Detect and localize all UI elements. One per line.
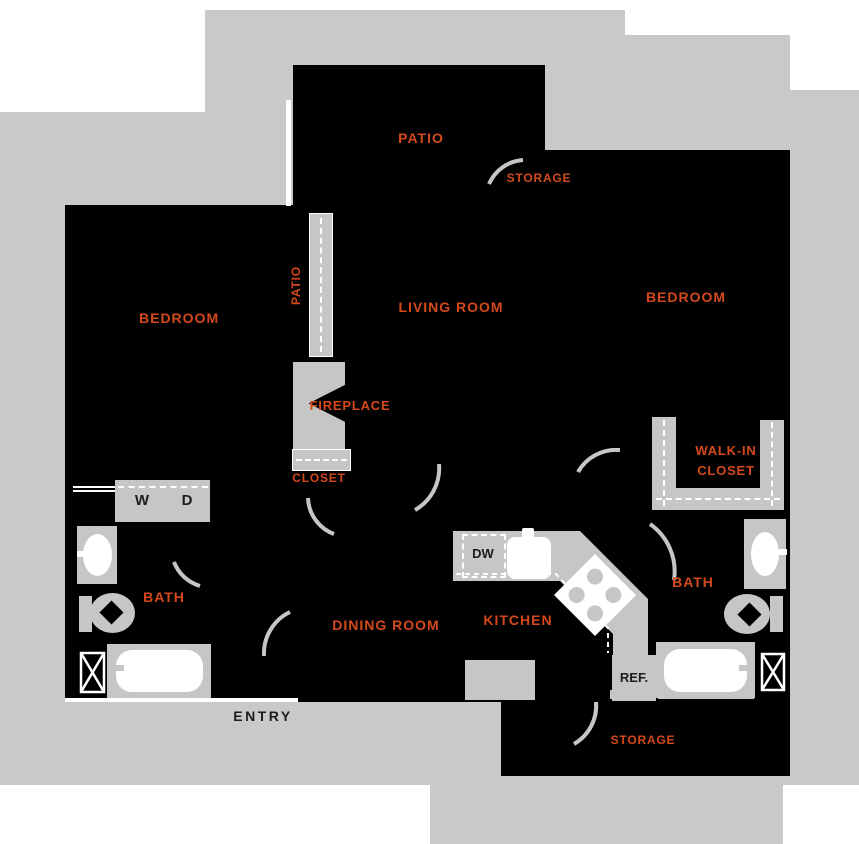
door-arc-storage-lower [572,701,599,746]
walk-in-rod-dash-right [771,422,773,506]
door-arc-bath-right [648,522,677,581]
storage-lower-area [501,702,790,776]
dishwasher-box [462,534,506,578]
bathtub-left-faucet-icon [116,665,124,671]
refrigerator-box [612,655,656,701]
patio-label: PATIO [398,130,444,146]
entry-wall-line [65,698,298,702]
washer-dryer-dash [118,486,208,488]
fireplace-label: FIREPLACE [309,398,391,413]
walk-in-rod-dash-bottom [656,498,780,500]
sink-right-bowl-icon [751,532,779,576]
kitchen-label: KITCHEN [483,612,553,628]
closet-bifold-dash [296,459,347,461]
dryer-label: D [181,492,193,509]
storage-lower-label: STORAGE [610,733,676,747]
dishwasher-label: DW [472,546,494,561]
window-x-right-icon [760,652,786,692]
storage-upper-label: STORAGE [506,171,572,185]
bathtub-left-basin [116,650,203,692]
patio-edge-wall [286,100,291,206]
door-arc-entry [262,610,291,657]
window-x-left-icon [79,651,106,694]
patio-sliding-door-dash [320,218,322,352]
site-background-bottom [430,785,783,844]
sink-left-bowl-icon [83,534,112,576]
door-arc-bedroom-left [413,463,442,512]
dining-room-label: DINING ROOM [332,617,440,633]
laundry-wall-line-2 [73,490,115,492]
bathtub-right-faucet-icon [739,665,747,671]
door-arc-storage-upper [487,158,524,185]
site-background-top-right [625,35,790,112]
sink-right-faucet-icon [779,549,787,555]
walk-in-rod-dash-left [663,420,665,506]
toilet-left-tank-icon [79,596,92,632]
entry-label: ENTRY [233,708,293,724]
walk-in-closet-label-line2: CLOSET [697,463,755,478]
laundry-wall-line-1 [73,486,115,488]
bedroom-left-label: BEDROOM [139,310,220,326]
bedroom-right-label: BEDROOM [645,289,727,305]
site-background-right-notch [790,90,859,112]
kitchen-island-cabinet [465,660,535,700]
walk-in-closet-label-line1: WALK-IN [695,443,757,458]
storage-upper-area [545,150,790,207]
door-arc-living-closet [306,497,335,536]
closet-label: CLOSET [292,471,346,485]
sink-left-faucet-icon [77,551,86,557]
door-arc-bath-left [172,561,201,588]
bath-right-label: BATH [672,574,714,590]
kitchen-sink-icon [507,537,551,579]
bath-left-label: BATH [143,589,185,605]
patio-door-label: PATIO [289,266,303,306]
door-arc-walk-in-closet [576,448,621,474]
patio-area [293,65,545,205]
kitchen-faucet-icon [522,528,534,540]
refrigerator-label: REF. [619,670,649,685]
toilet-right-tank-icon [770,596,783,632]
washer-label: W [134,492,150,509]
bathtub-right-basin [664,649,747,692]
living-room-label: LIVING ROOM [398,299,504,315]
